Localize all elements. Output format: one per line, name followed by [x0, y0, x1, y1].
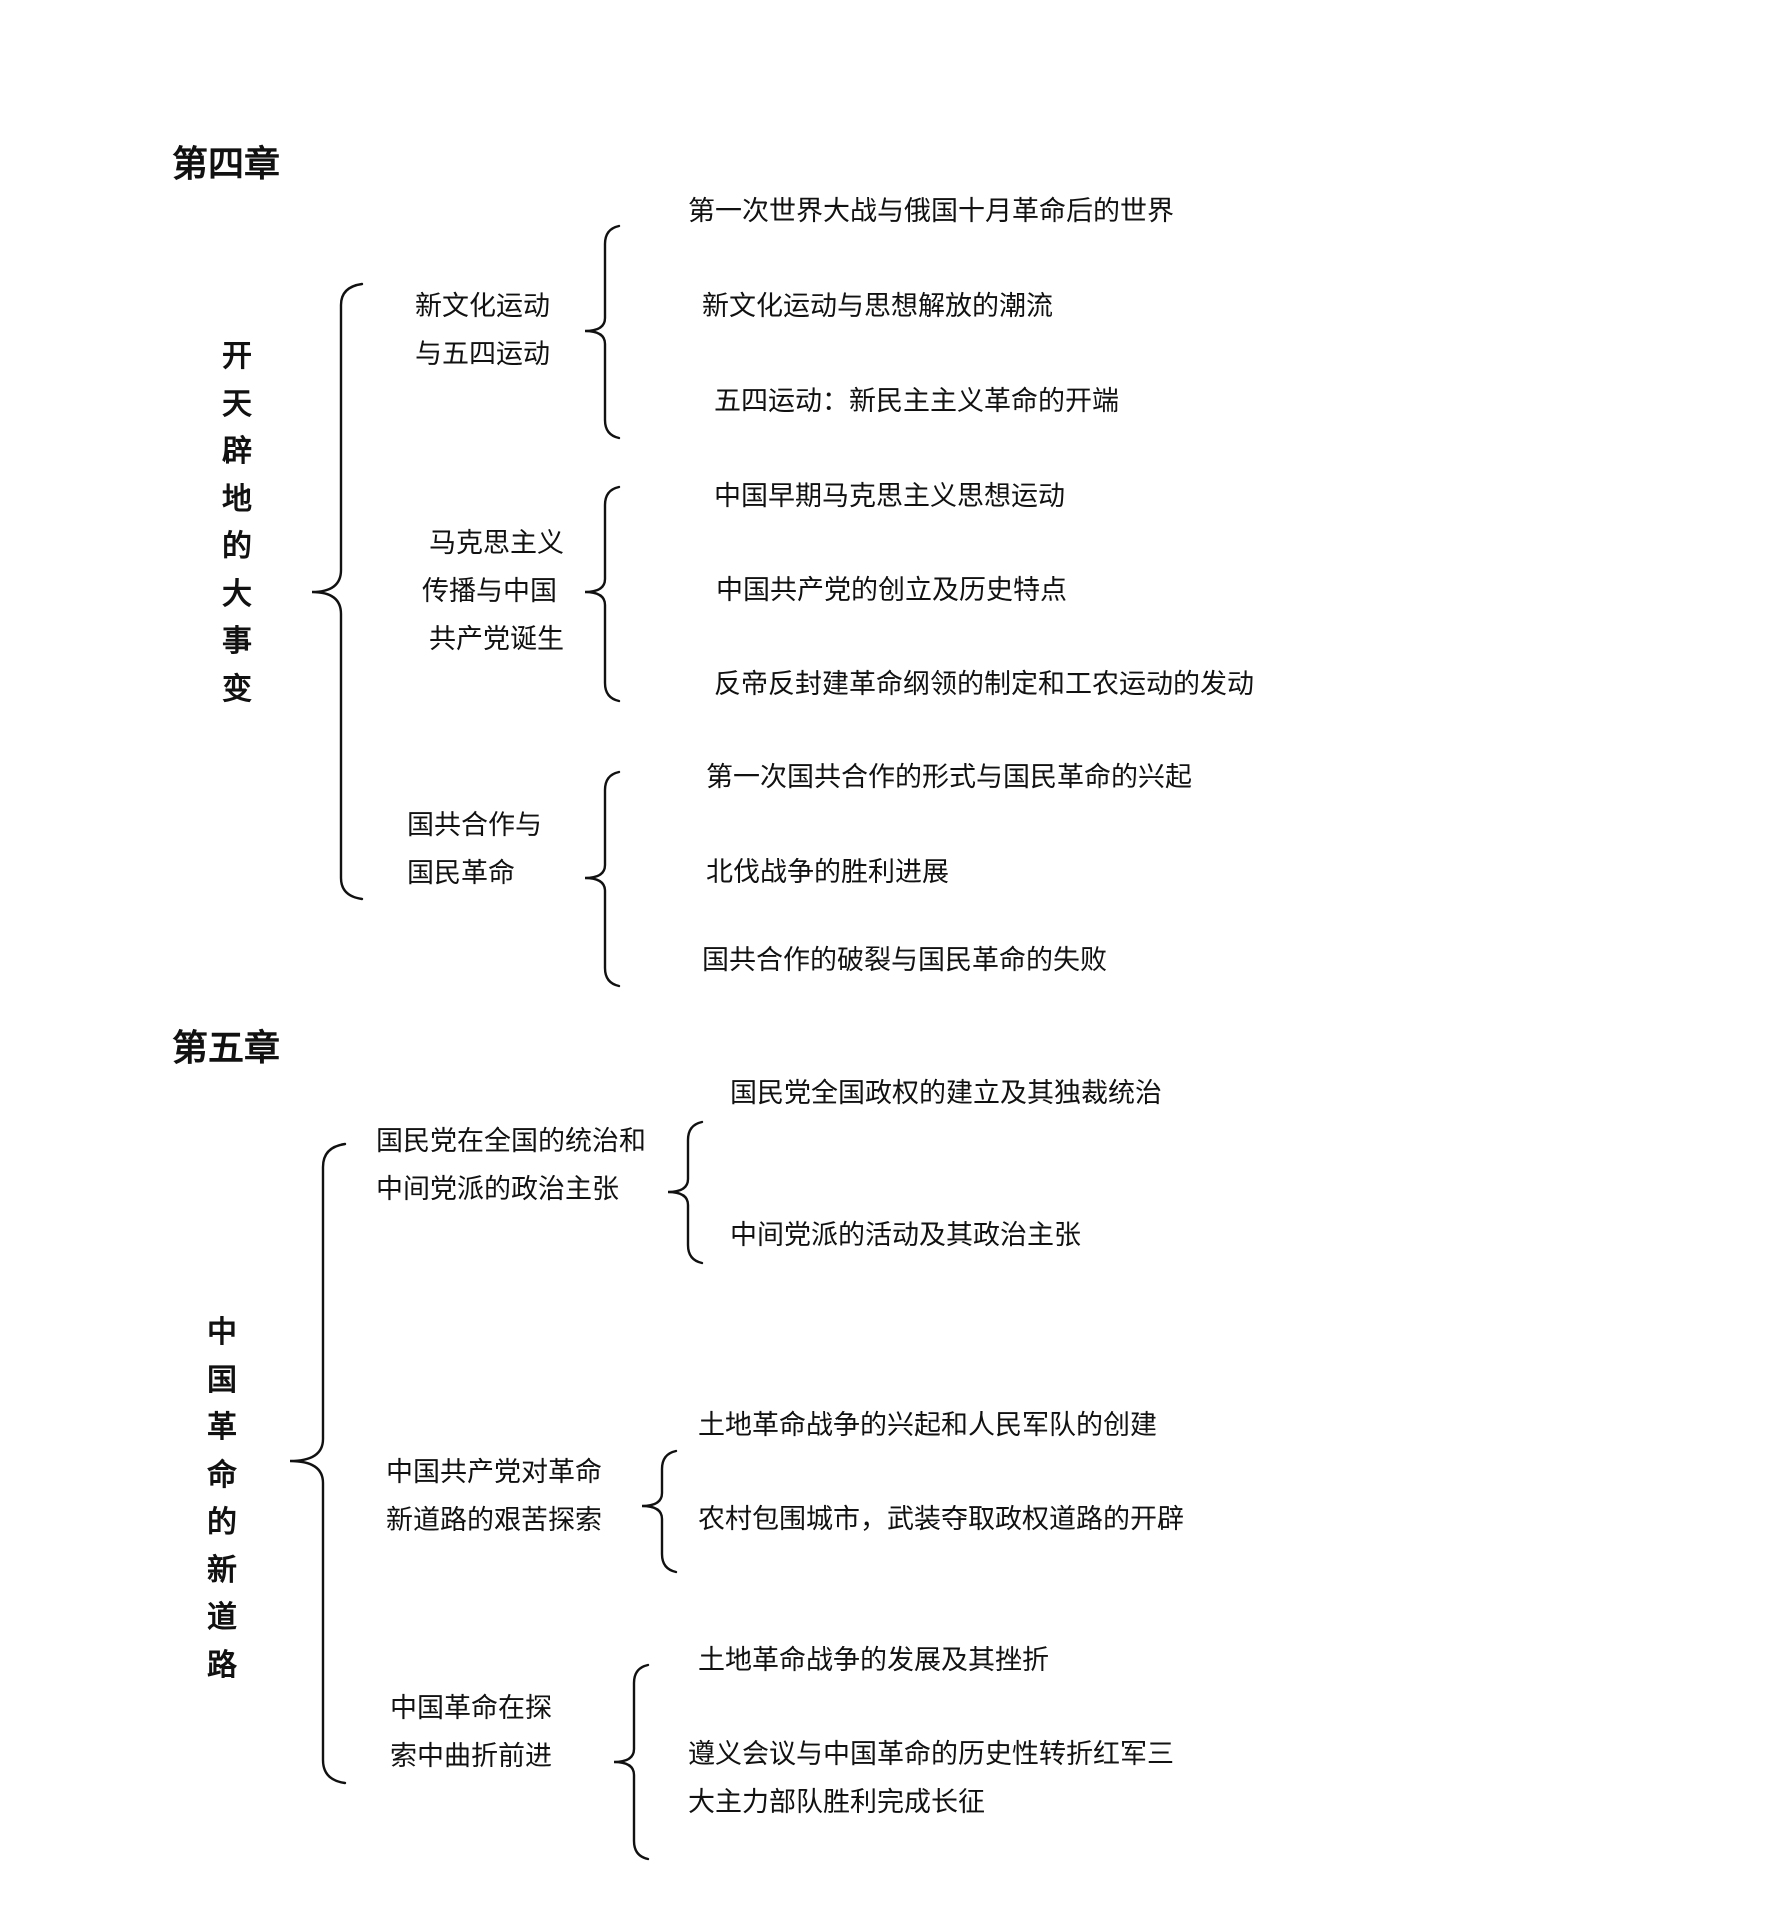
title-char: 革: [207, 1410, 237, 1445]
ch5-section1-title: 国民党在全国的统治和 中间党派的政治主张: [376, 1126, 646, 1205]
title-char: 的: [222, 529, 252, 564]
ch5-s2-brace: [641, 1449, 678, 1574]
ch5-s3-brace: [613, 1663, 650, 1861]
title-char: 中: [207, 1315, 237, 1350]
ch5-s1-brace: [667, 1120, 704, 1265]
ch4-s1-brace: [584, 224, 621, 440]
ch4-s2-brace: [584, 485, 621, 703]
title-char: 命: [207, 1457, 237, 1493]
chapter4-heading: 第四章: [172, 144, 281, 185]
chapter5-heading: 第五章: [172, 1028, 281, 1069]
ch5-s3-item2: 遵义会议与中国革命的历史性转折红军三 大主力部队胜利完成长征: [688, 1739, 1174, 1818]
title-char: 的: [207, 1505, 237, 1540]
ch4-section1-title: 新文化运动 与五四运动: [415, 291, 550, 370]
title-char: 天: [222, 386, 252, 422]
ch4-s3-item3: 国共合作的破裂与国民革命的失败: [702, 945, 1107, 976]
ch4-section3-title: 国共合作与 国民革命: [407, 810, 542, 889]
title-char: 地: [222, 481, 252, 517]
ch5-s3-item1: 土地革命战争的发展及其挫折: [698, 1645, 1049, 1676]
chapter4-title: 开天辟地的大事变: [217, 333, 257, 713]
ch5-section3-title: 中国革命在探 索中曲折前进: [390, 1693, 552, 1772]
title-char: 开: [222, 339, 252, 374]
ch4-s2-item1: 中国早期马克思主义思想运动: [714, 481, 1065, 512]
title-char: 事: [222, 624, 252, 659]
title-char: 新: [207, 1552, 237, 1588]
ch4-s3-item1: 第一次国共合作的形式与国民革命的兴起: [706, 762, 1192, 793]
ch5-s1-item2: 中间党派的活动及其政治主张: [730, 1220, 1081, 1251]
ch5-section2-title: 中国共产党对革命 新道路的艰苦探索: [386, 1457, 602, 1536]
title-char: 变: [222, 671, 252, 707]
ch4-main-brace: [311, 282, 364, 901]
title-char: 路: [207, 1647, 237, 1683]
ch4-s1-item2: 新文化运动与思想解放的潮流: [702, 291, 1053, 322]
ch5-s2-item1: 土地革命战争的兴起和人民军队的创建: [698, 1410, 1157, 1441]
title-char: 国: [207, 1362, 237, 1398]
ch4-s3-brace: [584, 770, 621, 988]
chapter5-title: 中国革命的新道路: [202, 1309, 242, 1689]
ch4-s1-item3: 五四运动：新民主主义革命的开端: [714, 386, 1119, 417]
ch5-main-brace: [289, 1142, 347, 1785]
ch4-s2-item2: 中国共产党的创立及历史特点: [716, 575, 1067, 606]
title-char: 大: [222, 576, 252, 612]
ch5-s1-item1: 国民党全国政权的建立及其独裁统治: [730, 1078, 1162, 1109]
ch4-s3-item2: 北伐战争的胜利进展: [706, 857, 949, 888]
ch4-s1-item1: 第一次世界大战与俄国十月革命后的世界: [688, 196, 1174, 227]
ch5-s2-item2: 农村包围城市，武装夺取政权道路的开辟: [698, 1504, 1184, 1535]
ch4-s2-item3: 反帝反封建革命纲领的制定和工农运动的发动: [714, 669, 1254, 700]
title-char: 道: [207, 1600, 237, 1635]
title-char: 辟: [222, 434, 252, 469]
ch4-section2-title: 马克思主义 传播与中国 共产党诞生: [422, 528, 564, 655]
